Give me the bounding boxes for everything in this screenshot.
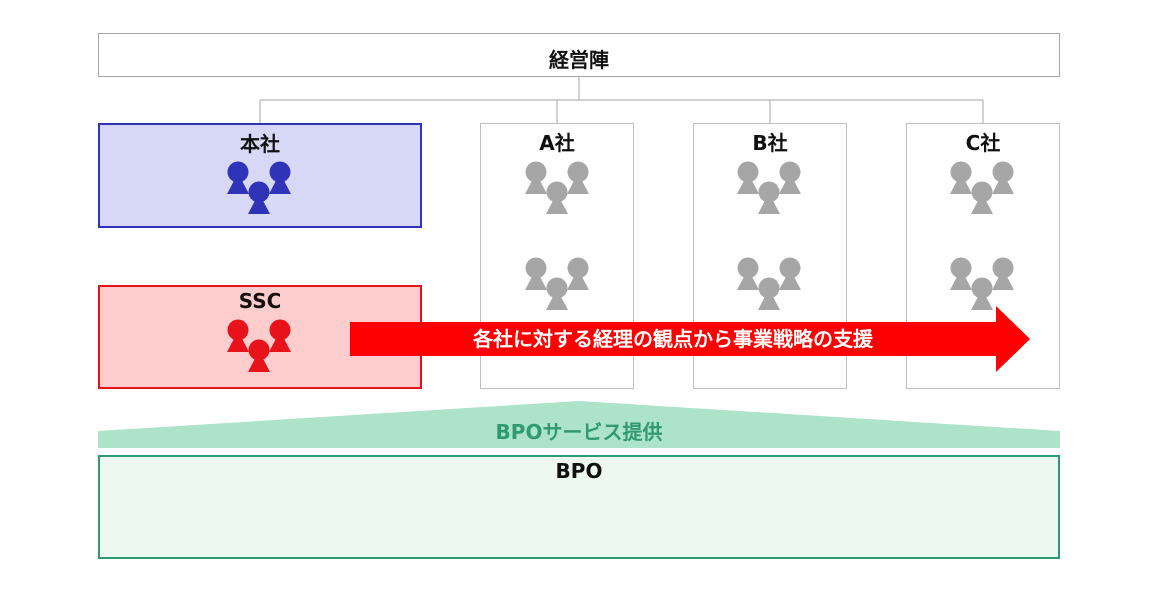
people-group-icon [950, 161, 1014, 214]
people-group-icon [737, 257, 801, 310]
people-group-icon [227, 161, 291, 214]
management-box: 経営陣 [98, 33, 1060, 77]
bpo-service-label: BPOサービス提供 [495, 420, 663, 444]
support-arrow-label: 各社に対する経理の観点から事業戦略の支援 [473, 327, 873, 351]
company-label-c: C社 [965, 131, 1001, 155]
management-label: 経営陣 [549, 48, 609, 72]
ssc-label: SSC [238, 289, 282, 313]
people-group-icon [737, 161, 801, 214]
people-group-icon [950, 257, 1014, 310]
company-label-b: B社 [752, 131, 788, 155]
bpo-label: BPO [555, 459, 603, 483]
company-label-a: A社 [539, 131, 575, 155]
bpo-box: BPO [98, 455, 1060, 559]
hq-label: 本社 [240, 132, 280, 156]
people-group-icon [525, 257, 589, 310]
hq-box: 本社 [98, 123, 422, 228]
people-group-icon [227, 319, 291, 372]
people-group-icon [525, 161, 589, 214]
